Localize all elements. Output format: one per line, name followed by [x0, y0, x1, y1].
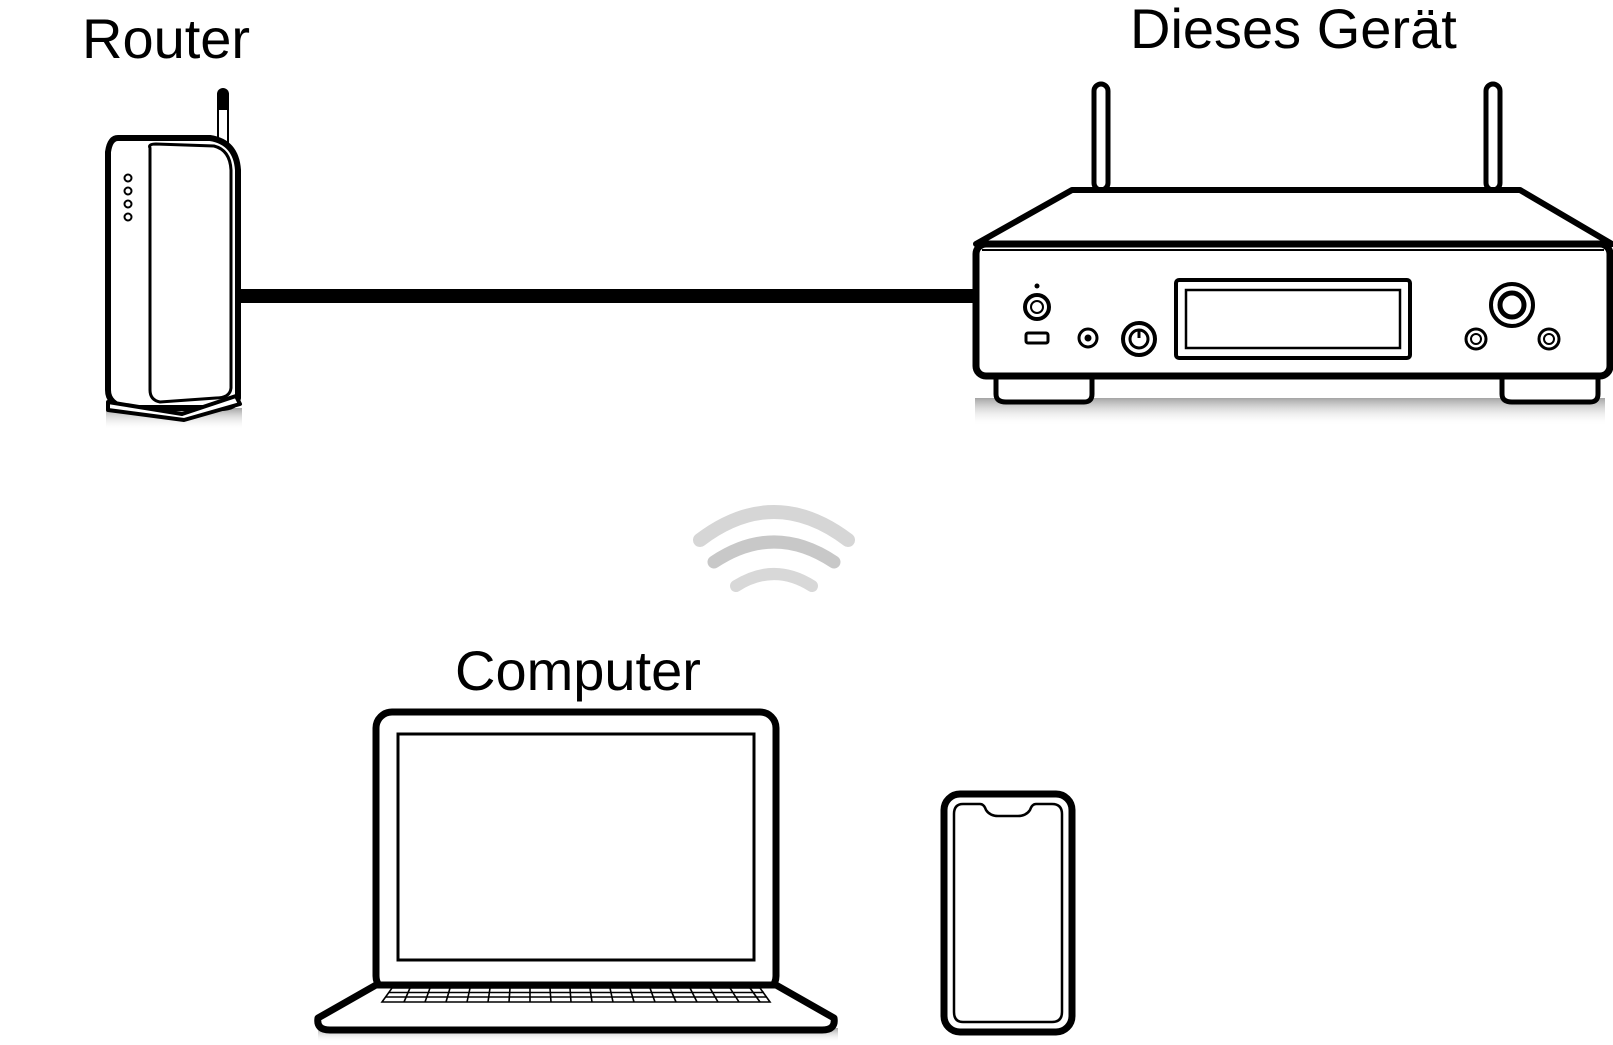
computer-label: Computer	[455, 639, 701, 702]
router-label: Router	[82, 7, 250, 70]
laptop-keyboard	[380, 987, 772, 1003]
device-label: Dieses Gerät	[1130, 0, 1457, 60]
router-icon	[105, 88, 242, 430]
wifi-signal-icon	[693, 505, 855, 592]
laptop-icon	[314, 708, 838, 1042]
network-player-icon	[972, 81, 1613, 426]
smartphone-icon	[940, 790, 1076, 1036]
